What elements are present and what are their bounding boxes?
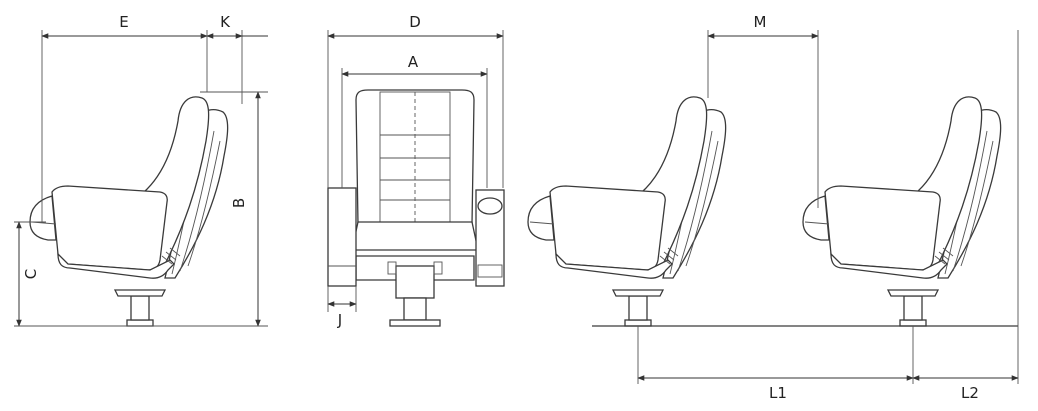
front-view: D A J xyxy=(327,13,505,329)
label-a: A xyxy=(408,53,419,71)
label-d: D xyxy=(409,13,421,31)
label-l1: L1 xyxy=(769,384,787,402)
label-m: M xyxy=(754,13,767,31)
label-c: C xyxy=(22,269,40,279)
row-spacing-view: M L1 L2 xyxy=(527,13,1019,402)
label-l2: L2 xyxy=(961,384,979,402)
side-view-left: E K B C xyxy=(14,13,268,327)
label-e: E xyxy=(119,13,128,31)
label-j: J xyxy=(337,311,342,329)
label-k: K xyxy=(220,13,231,31)
label-b: B xyxy=(230,198,248,208)
